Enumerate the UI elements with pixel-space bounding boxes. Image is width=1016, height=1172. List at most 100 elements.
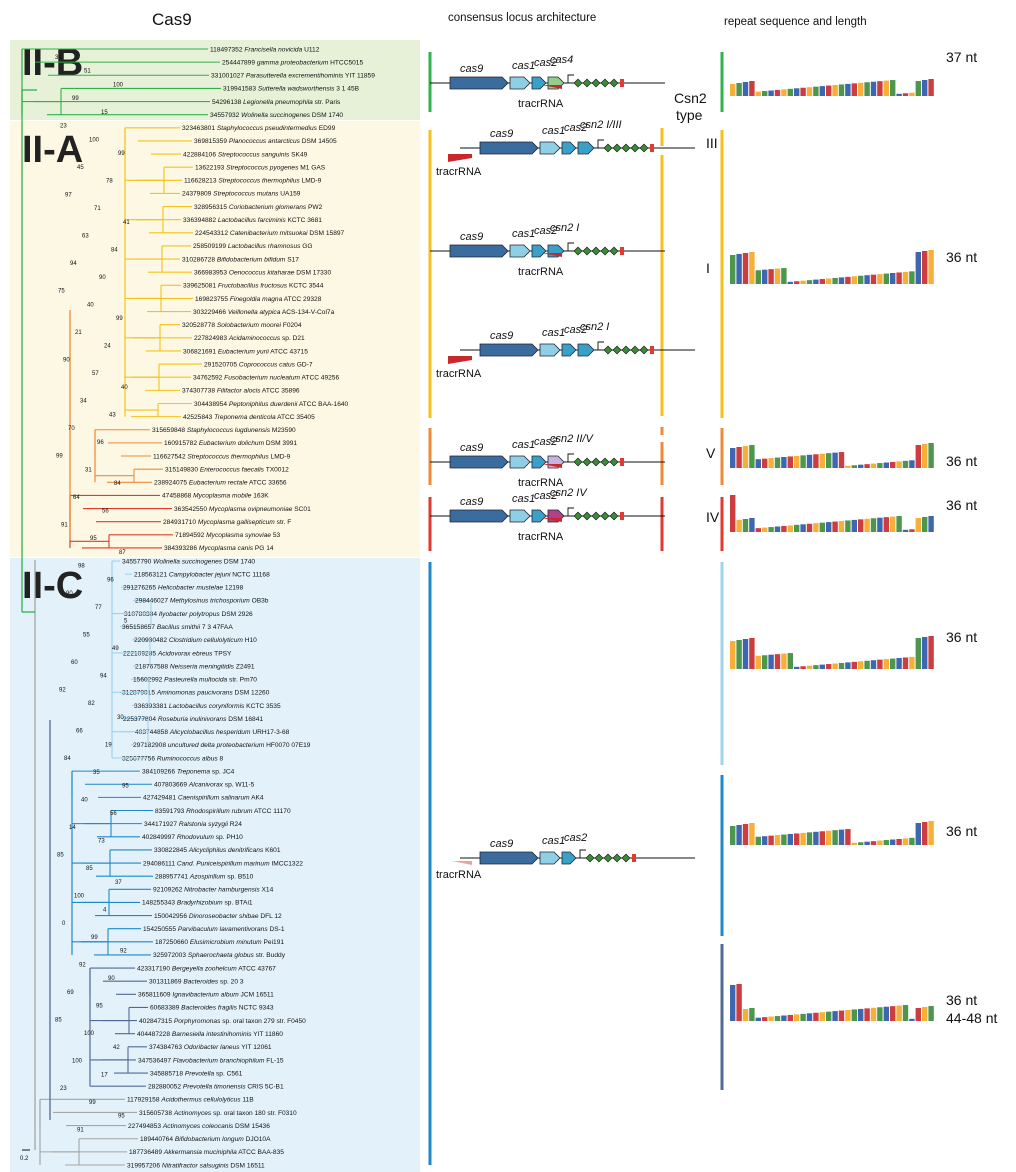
sequence-logo-letter — [787, 456, 793, 468]
leaf-label: 427429481 Caenispirillum salinarum AK4 — [143, 795, 264, 802]
sequence-logo-letter — [736, 83, 742, 96]
leaf-label: 369815359 Planococcus antarcticus DSM 14… — [194, 138, 337, 145]
bootstrap-value: 95 — [122, 784, 129, 790]
leaf-label: 384393286 Mycoplasma canis PG 14 — [164, 545, 274, 552]
leaf-label: 34762592 Fusobacterium nucleatum ATCC 49… — [193, 375, 339, 382]
sequence-logo-letter — [800, 455, 806, 468]
leaf-label: 83591793 Rhodospirillum rubrum ATCC 1117… — [155, 808, 291, 815]
promoter-arrow — [567, 242, 574, 251]
bootstrap-value: 73 — [98, 839, 105, 845]
bootstrap-value: 31 — [85, 467, 92, 473]
sequence-logo-letter — [800, 524, 806, 532]
tracrRNA-label: tracrRNA — [436, 166, 482, 178]
leaf-label: 288957741 Azospirillum sp. B510 — [155, 873, 254, 880]
sequence-logo-letter — [896, 838, 902, 845]
repeat-terminal — [650, 144, 654, 152]
bootstrap-value: 84 — [114, 481, 121, 487]
repeat-diamond — [573, 78, 583, 88]
leaf-label: 189440764 Bifidobacterium longum DJO10A — [140, 1136, 271, 1143]
repeat-length-label: 36 nt — [946, 497, 977, 513]
leaf-label: 238924075 Eubacterium rectale ATCC 33656 — [154, 480, 287, 487]
leaf-label: 303229466 Veillonella atypica ACS-134-V-… — [193, 309, 335, 316]
bootstrap-value: 34 — [55, 55, 62, 61]
bootstrap-value: 99 — [72, 96, 79, 102]
gene-label: cas2 — [534, 57, 557, 69]
bootstrap-value: 97 — [65, 192, 72, 198]
clade-label: II-B — [22, 42, 83, 84]
repeat-length-label: 36 nt — [946, 629, 977, 645]
bootstrap-value: 49 — [112, 646, 119, 652]
leaf-label: 297182908 uncultured delta proteobacteri… — [133, 742, 311, 749]
sequence-logo-letter — [915, 518, 921, 532]
sequence-logo-letter — [826, 85, 832, 96]
repeat-diamond — [591, 78, 601, 88]
bootstrap-value: 95 — [118, 1114, 125, 1120]
sequence-logo-letter — [730, 84, 736, 96]
sequence-logo-letter — [851, 276, 857, 284]
sequence-logo-letter — [768, 90, 774, 96]
sequence-logo-letter — [896, 272, 902, 284]
sequence-logo-letter — [806, 280, 813, 284]
clade-band-ii-c — [10, 558, 420, 1172]
sequence-logo-letter — [922, 80, 928, 96]
leaf-label: 24379809 Streptococcus mutans UA159 — [182, 191, 301, 198]
csn2-i-gene — [577, 343, 595, 357]
leaf-label: 310780384 Ilyobacter polytropus DSM 2926 — [124, 611, 253, 618]
bootstrap-value: 91 — [77, 1127, 84, 1133]
sequence-logo-letter — [877, 840, 883, 845]
bootstrap-value: 63 — [82, 234, 89, 240]
repeat-diamond — [621, 143, 631, 153]
repeat-terminal — [620, 458, 624, 466]
bootstrap-value: 85 — [86, 866, 93, 872]
cas9-gene — [479, 851, 539, 865]
tracrRNA-label: tracrRNA — [518, 266, 564, 278]
sequence-logo-letter — [826, 1011, 832, 1021]
leaf-label: 15602992 Pasteurella multocida str. Pm70 — [133, 677, 257, 684]
sequence-logo-letter — [864, 82, 870, 96]
leaf-label: 402847315 Porphyromonas sp. oral taxon 2… — [139, 1018, 306, 1025]
bootstrap-value: 85 — [57, 852, 64, 858]
sequence-logo-letter — [749, 823, 755, 845]
leaf-label: 325677756 Ruminococcus albus 8 — [122, 755, 224, 762]
clade-band-ii-a — [10, 121, 420, 557]
bootstrap-value: 24 — [104, 344, 111, 350]
leaf-label: 225377804 Roseburia inulinivorans DSM 16… — [123, 716, 263, 723]
bootstrap-value: 100 — [84, 1031, 95, 1037]
sequence-logo-letter — [832, 830, 838, 845]
leaf-label: 363542550 Mycoplasma ovipneumoniae SC01 — [174, 506, 311, 513]
sequence-logo-letter — [813, 665, 819, 669]
leaf-label: 312879015 Aminomonas paucivorans DSM 122… — [122, 690, 270, 697]
gene-label: cas2 — [534, 436, 557, 448]
repeat-length-label: 36 nt — [946, 453, 977, 469]
sequence-logo-letter — [742, 824, 749, 845]
gene-label: cas2 — [564, 832, 587, 844]
sequence-logo-letter — [832, 277, 838, 284]
promoter-arrow — [597, 341, 604, 350]
sequence-logo-letter — [762, 1017, 768, 1021]
leaf-label: 187736489 Akkermansia muciniphila ATCC B… — [129, 1149, 284, 1156]
cas9-gene — [449, 76, 509, 90]
sequence-logo-letter — [762, 269, 768, 284]
sequence-logo-letter — [736, 447, 742, 468]
cas1-gene — [509, 509, 531, 523]
leaf-label: 117929158 Acidothermus cellulolyticus 11… — [127, 1097, 254, 1104]
gene-label: cas2 — [534, 490, 557, 502]
leaf-label: 319957206 Nitratifractor salsuginis DSM … — [127, 1162, 265, 1169]
sequence-logo-letter — [762, 458, 768, 468]
sequence-logo-letter — [909, 837, 915, 845]
bootstrap-value: 85 — [55, 1017, 62, 1023]
bootstrap-value: 100 — [113, 82, 124, 88]
gene-label: csn2 I — [580, 321, 609, 333]
leaf-label: 365811609 Ignavibacterium album JCM 1651… — [138, 992, 274, 999]
cas9-gene — [449, 509, 509, 523]
repeat-diamond — [573, 457, 583, 467]
sequence-logo-letter — [922, 251, 928, 284]
sequence-logo-letter — [749, 252, 755, 284]
leaf-label: 169823755 Finegoldia magna ATCC 29328 — [195, 296, 322, 303]
tracrRNA-arrow — [542, 464, 562, 468]
repeat-diamond — [621, 345, 631, 355]
sequence-logo-letter — [838, 84, 845, 96]
repeat-sequence-header: repeat sequence and length — [724, 16, 867, 28]
bootstrap-value: 99 — [91, 935, 98, 941]
